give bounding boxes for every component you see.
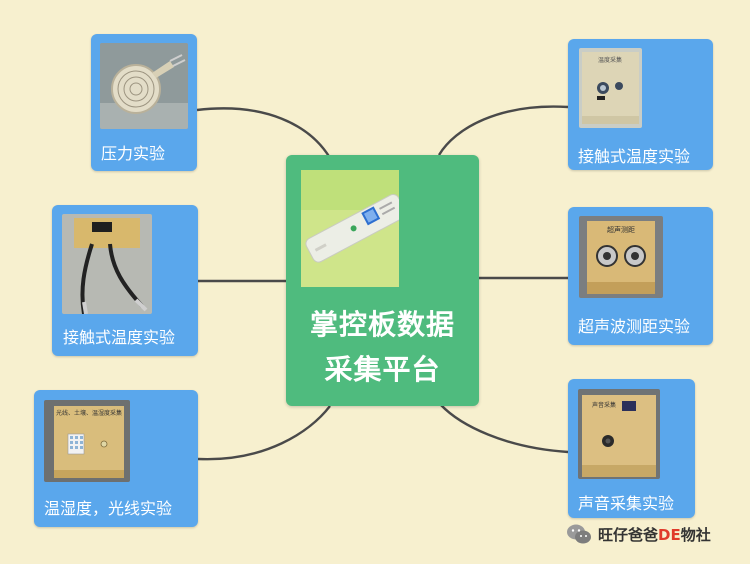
node-contact-temperature-left[interactable]: 接触式温度实验 bbox=[52, 205, 198, 356]
temperature-module-caption: 温度采集 bbox=[598, 56, 622, 64]
watermark-suffix: 物社 bbox=[680, 525, 711, 544]
connector-humidity-light bbox=[197, 405, 331, 461]
node-humidity-light-experiment[interactable]: 光线、土壤、温湿度采集 温湿度，光线实验 bbox=[34, 390, 198, 527]
humidity-light-module-photo-icon: 光线、土壤、温湿度采集 bbox=[44, 400, 130, 482]
ultrasonic-module-photo-icon: 超声测距 bbox=[579, 216, 663, 298]
contact-temperature-left-label: 接触式温度实验 bbox=[63, 328, 176, 347]
humidity-light-module-caption: 光线、土壤、温湿度采集 bbox=[56, 409, 122, 417]
connector-sound bbox=[440, 404, 569, 454]
watermark: 旺仔爸爸DE物社 bbox=[566, 520, 711, 548]
node-contact-temperature-right[interactable]: 温度采集 接触式温度实验 bbox=[568, 39, 713, 170]
ultrasonic-module-caption: 超声测距 bbox=[607, 225, 635, 234]
wechat-icon bbox=[567, 524, 591, 544]
humidity-light-experiment-label: 温湿度，光线实验 bbox=[44, 499, 173, 518]
watermark-prefix: 旺仔爸爸 bbox=[598, 525, 659, 544]
node-ultrasonic-experiment[interactable]: 超声测距 超声波测距实验 bbox=[568, 207, 713, 345]
sound-module-photo-icon: 声音采集 bbox=[578, 389, 660, 479]
pressure-experiment-label: 压力实验 bbox=[101, 144, 166, 163]
handheld-controller-board-photo-icon bbox=[301, 170, 399, 287]
watermark-text: 旺仔爸爸DE物社 bbox=[598, 524, 711, 545]
temperature-probe-photo-icon bbox=[62, 214, 152, 314]
central-topic-data-acquisition-platform[interactable]: 掌控板数据 采集平台 bbox=[286, 155, 479, 406]
central-title-line-1: 掌控板数据 bbox=[309, 308, 455, 341]
sound-experiment-label: 声音采集实验 bbox=[578, 494, 675, 513]
central-title-line-2: 采集平台 bbox=[324, 353, 441, 386]
contact-temperature-right-label: 接触式温度实验 bbox=[578, 147, 691, 166]
temperature-module-photo-icon: 温度采集 bbox=[579, 48, 642, 128]
node-pressure-experiment[interactable]: 压力实验 bbox=[91, 34, 197, 171]
watermark-highlight: DE bbox=[658, 525, 681, 544]
sound-module-caption: 声音采集 bbox=[592, 401, 616, 409]
pressure-sensor-photo-icon bbox=[100, 43, 188, 129]
connector-contact-temp-right bbox=[437, 105, 569, 156]
ultrasonic-experiment-label: 超声波测距实验 bbox=[578, 317, 691, 336]
connector-pressure bbox=[196, 107, 332, 159]
node-sound-experiment[interactable]: 声音采集 声音采集实验 bbox=[568, 379, 695, 518]
